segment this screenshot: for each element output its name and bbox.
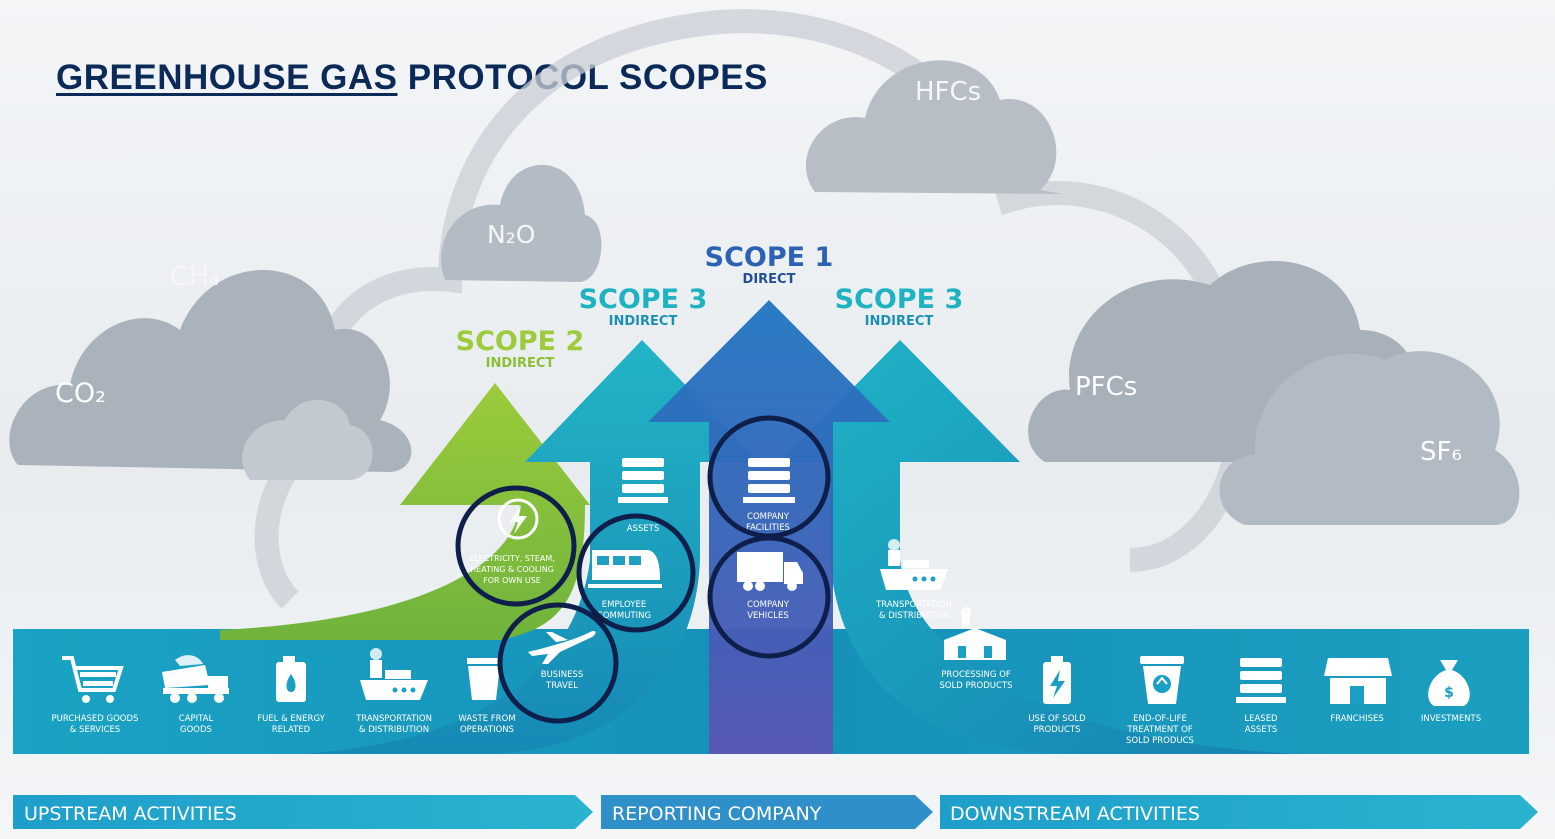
investments-label: INVESTMENTS [1421,714,1481,724]
reporting-company-bar [601,795,933,829]
employee-commuting-label-2: COMMUTING [597,611,651,621]
scope3-left-heading: SCOPE 3 INDIRECT [579,284,708,329]
scope1-arrow [648,300,890,754]
cloud-sf6 [1219,351,1520,525]
scope1-title: SCOPE 1 [705,242,834,273]
eol-label-2: TREATMENT OF [1126,725,1192,735]
fuel-energy-label-2: RELATED [272,725,311,735]
gas-pfcs: PFCs [1075,372,1137,402]
ring-business-travel [497,602,619,724]
electricity-label-2: HEATING & COOLING [470,565,554,574]
downstream-activities-label: DOWNSTREAM ACTIVITIES [950,803,1200,825]
waste-bin-icon [467,658,501,700]
waste-label-1: WASTE FROM [458,714,515,724]
train-icon [588,550,662,588]
purchased-goods-label-2: & SERVICES [70,725,121,735]
downstream-activities-bar [940,795,1538,829]
delivery-truck-icon [737,552,803,591]
leased-assets-upstream-icon [618,458,668,503]
franchises-label: FRANCHISES [1330,714,1384,724]
upstream-activities-bar [13,795,593,829]
capital-goods-label-1: CAPITAL [179,714,214,724]
scope2-heading: SCOPE 2 INDIRECT [456,326,585,371]
scope1-sub: DIRECT [743,272,796,287]
scope1-heading: SCOPE 1 DIRECT [705,242,834,287]
fuel-canister-icon [276,656,306,702]
upstream-activities-label: UPSTREAM ACTIVITIES [24,803,237,825]
svg-text:$: $ [1444,685,1454,701]
leased-assets-label-2: ASSETS [1245,725,1278,735]
company-facilities-label-2: FACILITIES [746,523,790,533]
leased-assets-label-1: LEASED [1244,714,1278,724]
battery-icon [1043,656,1071,704]
electricity-label-1: ELECTRICITY, STEAM, [469,554,555,563]
reporting-company-label: REPORTING COMPANY [612,803,822,825]
cloud-n2o [441,164,602,282]
fuel-energy-label-1: FUEL & ENERGY [257,714,325,724]
upstream-transport-label-1: TRANSPORTATION [355,714,432,724]
scope3-right-title: SCOPE 3 [835,284,964,315]
purchased-goods-label-1: PURCHASED GOODS [52,714,139,724]
cargo-ship-icon [360,648,428,700]
company-facilities-icon [743,458,795,503]
gas-sf6: SF₆ [1420,437,1462,467]
highlight-rings [455,415,831,724]
eol-label-1: END-OF-LIFE [1133,714,1187,724]
gas-n2o: N₂O [487,220,535,249]
electricity-label-3: FOR OWN USE [483,576,541,585]
scope2-title: SCOPE 2 [456,326,585,357]
business-travel-label-2: TRAVEL [545,681,578,691]
ring-electricity [455,485,577,607]
company-vehicles-label-2: VEHICLES [747,611,789,621]
upstream-transport-label-2: & DISTRIBUTION [359,725,429,735]
scope3-left-sub: INDIRECT [609,314,678,329]
lightning-bolt-icon [497,498,539,540]
business-travel-label-1: BUSINESS [541,670,583,680]
eol-label-3: SOLD PRODUCS [1126,736,1194,746]
cargo-ship-downstream-icon [880,539,948,590]
processing-label-1: PROCESSING OF [941,670,1011,680]
leased-assets-upstream-label: ASSETS [627,524,660,534]
gas-co2: CO₂ [55,378,106,409]
factory-icon [944,607,1006,660]
company-vehicles-label-1: COMPANY [747,600,790,610]
recycle-bin-icon [1140,656,1184,704]
cloud-ch4-puff [242,399,373,480]
scope2-sub: INDIRECT [486,356,555,371]
scope3-left-title: SCOPE 3 [579,284,708,315]
ring-company-vehicles [707,535,831,659]
money-bag-icon: $ [1428,660,1470,706]
scope3-right-heading: SCOPE 3 INDIRECT [835,284,964,329]
use-sold-label-2: PRODUCTS [1033,725,1080,735]
scope3-downstream-arrow [780,340,1300,754]
shopping-cart-icon [62,656,124,703]
scope2-arrow [220,383,590,640]
airplane-icon [528,630,596,664]
cloud-hfcs [805,60,1064,195]
processing-label-2: SOLD PRODUCTS [939,681,1012,691]
downstream-transport-label-1: TRANSPORTATION [875,600,952,610]
bottom-bar: UPSTREAM ACTIVITIES REPORTING COMPANY DO… [13,795,1538,829]
use-sold-label-1: USE OF SOLD [1028,714,1086,724]
company-facilities-label-1: COMPANY [747,512,790,522]
employee-commuting-label-1: EMPLOYEE [602,600,646,610]
ring-employee-commuting [576,513,696,633]
downstream-transport-label-2: & DISTRIBUTION [879,611,949,621]
leased-assets-downstream-icon [1236,658,1286,703]
gas-hfcs: HFCs [915,77,981,107]
scope3-upstream-arrow [300,340,760,754]
waste-label-2: OPERATIONS [460,725,514,735]
storefront-icon [1324,658,1392,704]
gas-ch4: CH₄ [170,261,220,292]
scope3-right-sub: INDIRECT [865,314,934,329]
title-part-1: GREENHOUSE GAS [56,58,398,97]
dump-truck-icon [162,655,229,703]
capital-goods-label-2: GOODS [180,725,212,735]
